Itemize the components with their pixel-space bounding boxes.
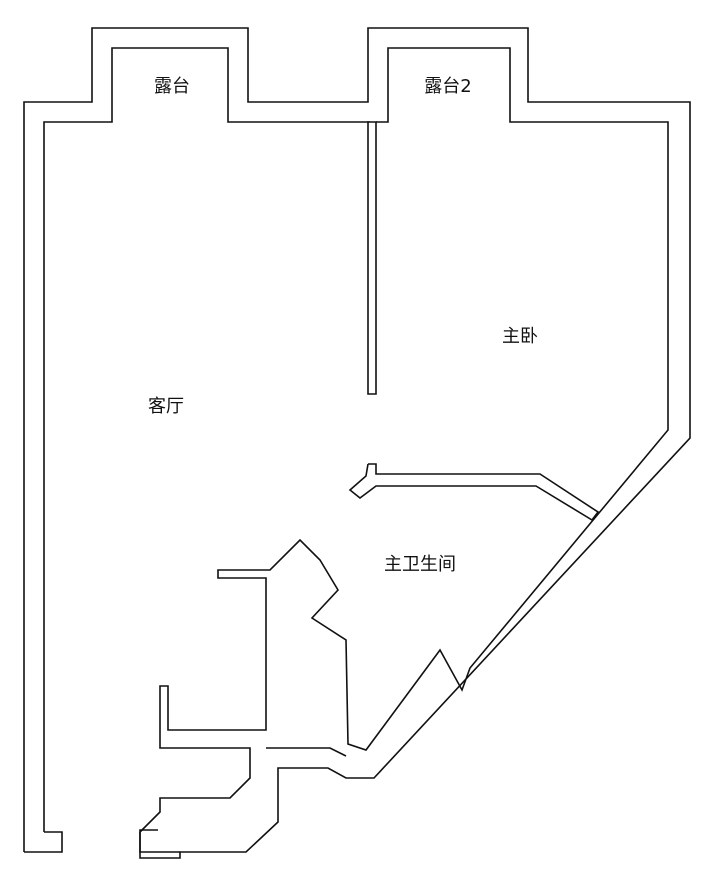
partition-wall-vertical (367, 121, 377, 395)
room-label-master-bathroom: 主卫生间 (384, 554, 456, 575)
outer-wall-outline (23, 27, 691, 859)
room-label-balcony-1: 露台 (154, 76, 190, 97)
room-label-balcony-2: 露台2 (424, 76, 471, 97)
bathroom-lower-wall (266, 747, 347, 757)
room-label-living-room: 客厅 (148, 396, 184, 417)
inner-wall-outline (43, 47, 669, 833)
partition-wall-bathroom (348, 463, 600, 522)
wall-end-right (139, 832, 180, 853)
room-label-master-bedroom: 主卧 (502, 326, 538, 347)
wall-end-left (24, 831, 63, 853)
